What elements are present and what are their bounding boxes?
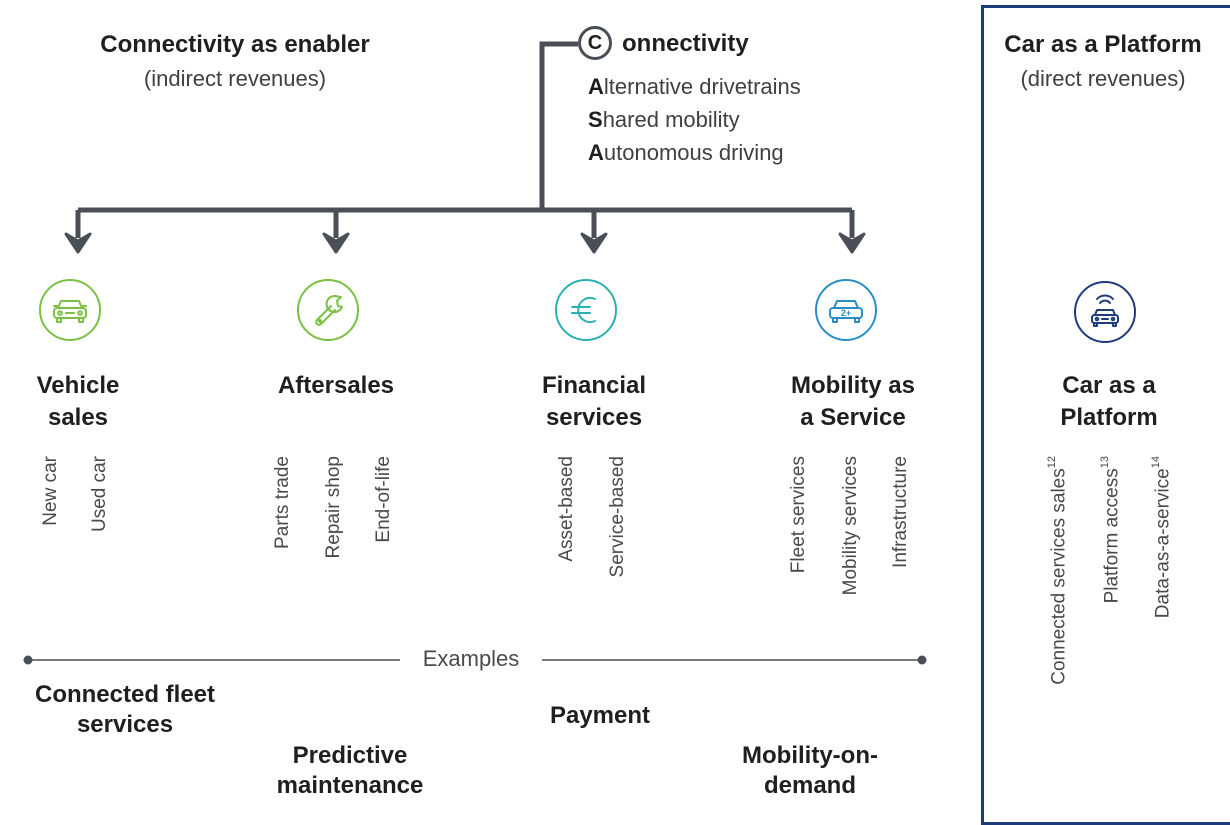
example-mobility-services: Mobility services: [840, 456, 861, 596]
example-repair-shop: Repair shop: [323, 456, 344, 559]
aftersales-label: Aftersales: [277, 372, 395, 399]
shared-car-icon: 2+: [829, 300, 863, 323]
example-new-car: New car: [40, 456, 61, 526]
right-panel-title: Car as a Platform: [1004, 31, 1202, 58]
mobility-circle: 2+: [815, 279, 877, 341]
aftersales-circle: [297, 279, 359, 341]
example-infrastructure: Infrastructure: [890, 456, 911, 568]
case-line-shared: Shared mobility: [588, 107, 740, 132]
c-letter-circle: C: [578, 26, 612, 60]
example-used-car: Used car: [89, 456, 110, 533]
left-header-subtitle: (indirect revenues): [143, 66, 327, 91]
case-line-autonomous: Autonomous driving: [588, 140, 784, 165]
svg-text:2+: 2+: [841, 308, 851, 318]
example-fleet-services: Fleet services: [788, 456, 809, 574]
left-header-title: Connectivity as enabler: [100, 31, 370, 58]
example-connected-services-sales: Connected services sales12: [1046, 456, 1070, 685]
connected-car-icon: [1091, 294, 1119, 327]
payment: Payment: [549, 702, 651, 729]
right-panel-subtitle: (direct revenues): [1020, 66, 1186, 91]
connector-tree: [64, 41, 866, 254]
examples-divider: [23, 655, 927, 665]
examples-label: Examples: [422, 646, 520, 671]
euro-icon: [571, 297, 596, 323]
mobility-on-demand: Mobility-on-demand: [742, 742, 878, 799]
example-end-of-life: End-of-life: [373, 456, 394, 543]
car-as-a-platform-circle: [1074, 281, 1136, 343]
example-parts-trade: Parts trade: [272, 456, 293, 549]
c-letter: C: [587, 32, 603, 54]
car-icon: [53, 300, 87, 323]
example-service-based: Service-based: [607, 456, 628, 578]
connectivity-label: onnectivity: [622, 30, 749, 57]
example-asset-based: Asset-based: [556, 456, 577, 562]
case-list: Alternative drivetrains Shared mobility …: [588, 70, 801, 169]
example-data-as-a-service: Data-as-a-service14: [1150, 456, 1174, 619]
wrench-icon: [315, 294, 343, 326]
vehicle-sales-circle: [39, 279, 101, 341]
financial-services-circle: [555, 279, 617, 341]
case-line-alternative: Alternative drivetrains: [588, 74, 801, 99]
example-platform-access: Platform access13: [1099, 456, 1123, 604]
